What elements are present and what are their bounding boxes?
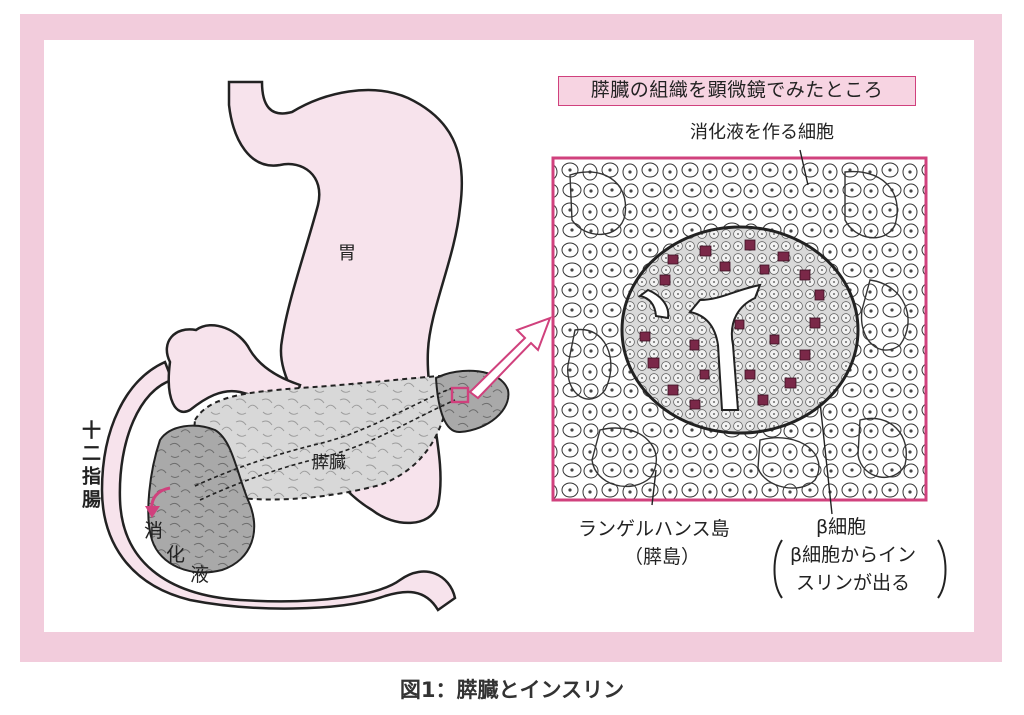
islets-label-line1: ランゲルハンス島 bbox=[578, 518, 730, 540]
duodenum-shape bbox=[100, 360, 457, 612]
stomach-label: 胃 bbox=[338, 243, 356, 264]
islet-of-langerhans bbox=[620, 225, 860, 435]
beta-note-line2: スリンが出る bbox=[796, 572, 911, 594]
beta-cells bbox=[639, 239, 825, 410]
pancreas-label: 膵臓 bbox=[312, 453, 346, 473]
duodenal-bulb-shape bbox=[165, 324, 302, 413]
beta-note-right-paren bbox=[937, 539, 947, 599]
inset-title: 膵臓の組織を顕微鏡でみたところ bbox=[558, 76, 916, 106]
leader-beta-cell bbox=[819, 401, 833, 515]
pancreatic-duct bbox=[199, 399, 456, 501]
leader-islet bbox=[651, 469, 657, 506]
beta-note-line1: β細胞からイン bbox=[790, 544, 917, 566]
digestive-cells-label: 消化液を作る細胞 bbox=[690, 122, 834, 143]
digestive-juice-char-3: 液 bbox=[190, 564, 210, 586]
beta-note-left-paren bbox=[773, 539, 783, 599]
beta-cell-label: β細胞 bbox=[816, 516, 867, 538]
digestive-juice-char-1: 消 bbox=[144, 520, 164, 542]
micro-inset bbox=[551, 156, 928, 502]
pancreas-tail bbox=[434, 369, 510, 434]
zoom-arrow-icon bbox=[468, 316, 552, 400]
leader-digestive-cells bbox=[799, 149, 809, 186]
islets-label-line2: （膵島） bbox=[624, 546, 701, 568]
figure-caption: 図1：膵臓とインスリン bbox=[399, 678, 625, 702]
zoom-source-box bbox=[450, 386, 470, 404]
duodenum-label: 十二指腸 bbox=[79, 420, 101, 512]
digestive-juice-char-2: 化 bbox=[166, 544, 186, 566]
